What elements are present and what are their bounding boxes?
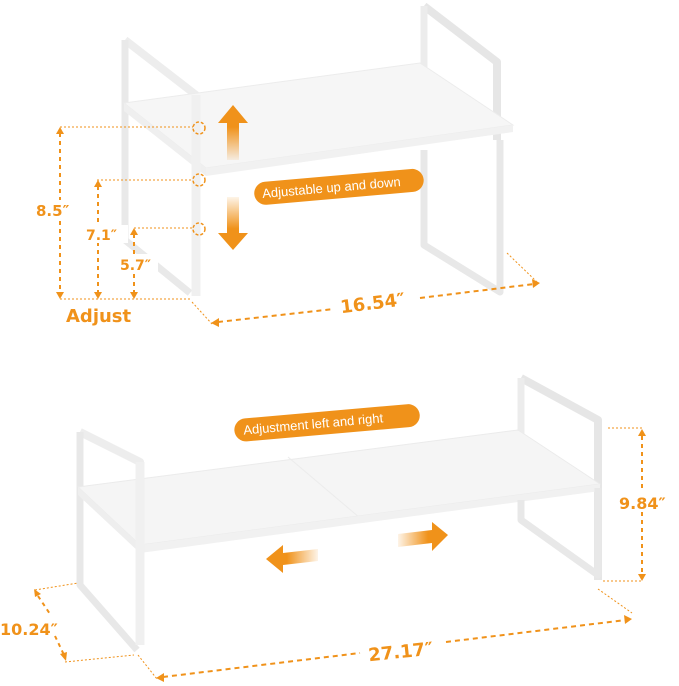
- width-dimension-top: [191, 252, 540, 327]
- width-label-top: 16.54″: [339, 289, 406, 318]
- adjust-points: [192, 121, 206, 236]
- height-dimension-bottom: [603, 427, 646, 582]
- arrow-down-icon: [218, 197, 248, 250]
- arrow-right-icon: [398, 522, 448, 551]
- arrow-up-icon: [218, 105, 248, 160]
- height-label-low: 5.7″: [120, 258, 151, 274]
- height-label-bottom: 9.84″: [619, 494, 666, 513]
- depth-label-bottom: 10.24″: [0, 620, 58, 639]
- arrow-left-icon: [266, 545, 318, 573]
- height-arrowheads: [56, 127, 138, 299]
- up-down-callout: Adjustable up and down: [254, 168, 424, 205]
- depth-dimension-bottom: [34, 582, 135, 663]
- adjust-caption: Adjust: [66, 306, 132, 327]
- height-label-mid: 7.1″: [86, 228, 117, 244]
- bottom-shelf: [76, 374, 602, 653]
- left-right-callout: Adjustment left and right: [234, 404, 420, 442]
- width-label-bottom: 27.17″: [367, 639, 434, 667]
- top-shelf: [121, 2, 515, 296]
- width-dimension-bottom: [137, 588, 633, 682]
- height-label-high: 8.5″: [36, 202, 70, 220]
